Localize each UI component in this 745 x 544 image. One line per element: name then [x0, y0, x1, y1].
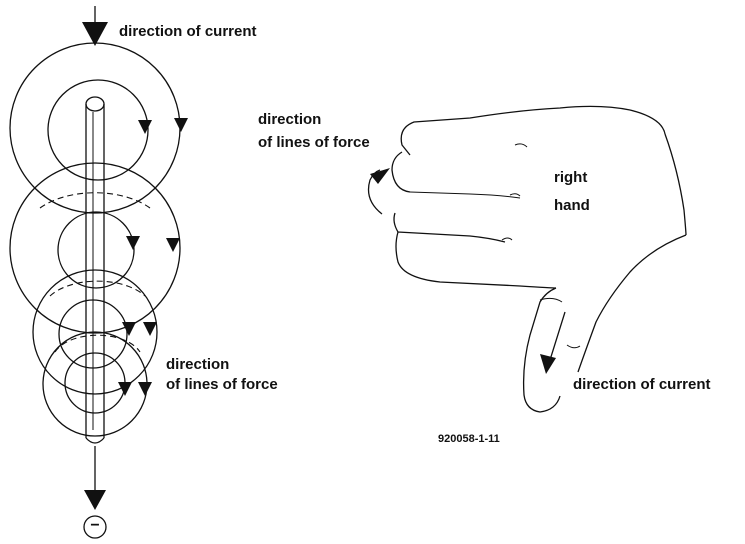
negative-terminal-icon: [83, 515, 107, 539]
field-arrow-icon: [138, 120, 152, 134]
field-line-loops: [9, 42, 181, 437]
field-arrow-icon: [166, 238, 180, 252]
left-current-label: direction of current: [119, 23, 257, 40]
field-direction-arrows: [118, 118, 188, 396]
curl-force-arrow-icon: [370, 168, 390, 184]
hand-label-line2: hand: [554, 197, 590, 214]
right-hand-drawing: [367, 105, 687, 413]
field-arrow-icon: [138, 382, 152, 396]
current-arrow-top-icon: [82, 22, 108, 46]
wire-end-cap: [85, 96, 105, 112]
figure-id: 920058-1-11: [438, 433, 500, 445]
thumb-current-arrow-icon: [540, 354, 556, 374]
left-force-label-line2: of lines of force: [166, 376, 278, 393]
field-arrow-icon: [122, 322, 136, 336]
right-current-label: direction of current: [573, 376, 711, 393]
field-arrow-icon: [143, 322, 157, 336]
hand-label-line1: right: [554, 169, 588, 186]
current-carrying-wire: [82, 6, 108, 539]
field-arrow-icon: [118, 382, 132, 396]
right-force-label-line2: of lines of force: [258, 134, 370, 151]
left-force-label-line1: direction: [166, 356, 230, 373]
right-force-label-line1: direction: [258, 111, 322, 128]
current-arrow-bottom-icon: [84, 490, 106, 510]
field-arrow-icon: [126, 236, 140, 250]
terminal-symbol: −: [90, 517, 100, 534]
field-arrow-icon: [174, 118, 188, 132]
